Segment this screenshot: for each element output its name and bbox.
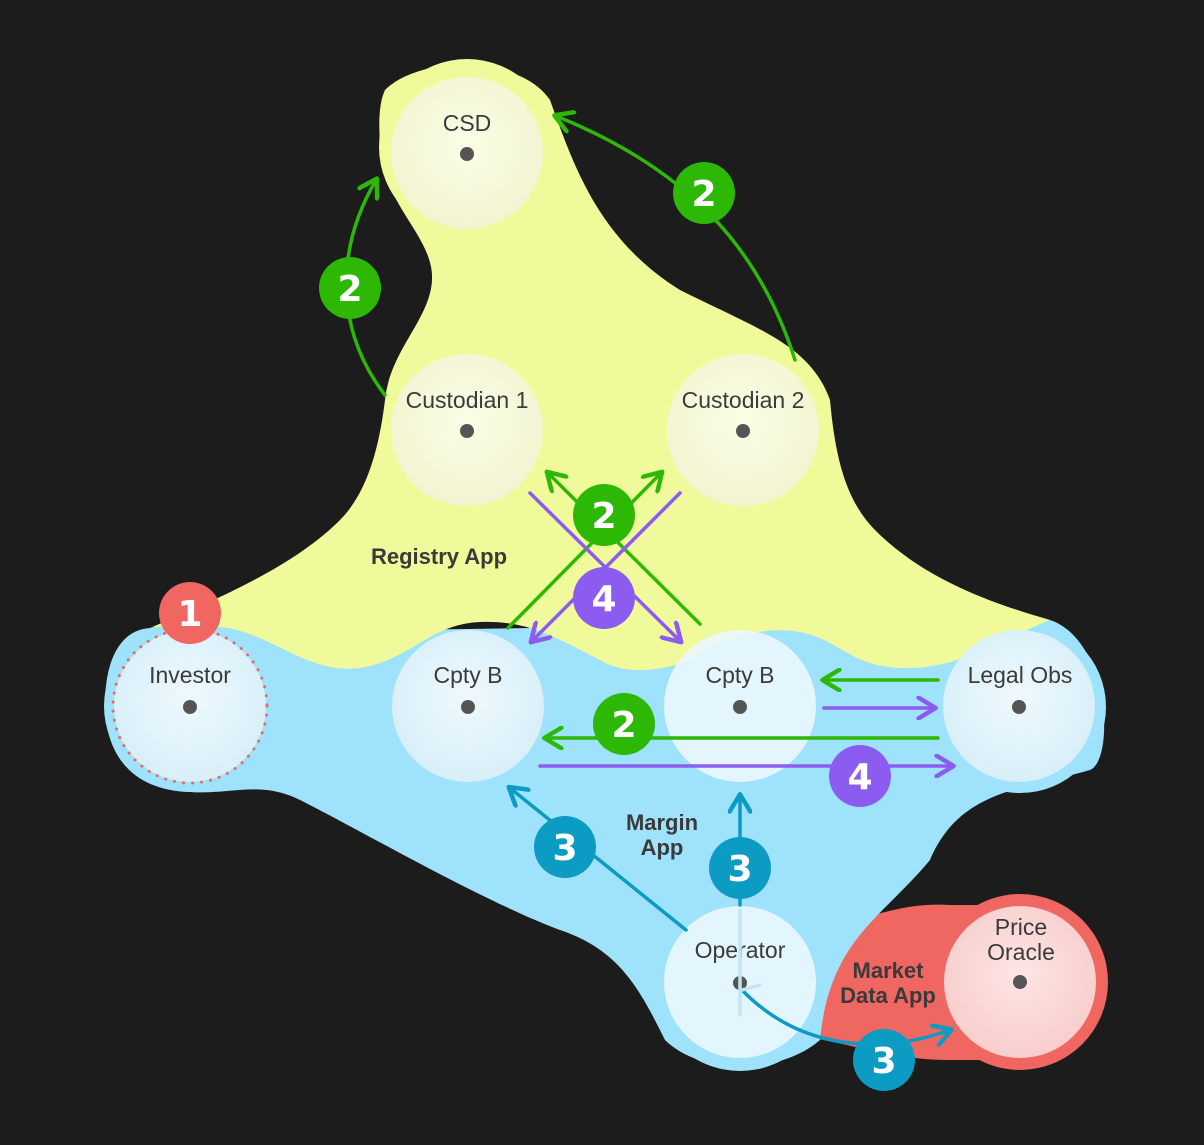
blue-arrow-ghosts <box>738 908 762 1017</box>
svg-text:3: 3 <box>871 1041 896 1082</box>
svg-text:2: 2 <box>611 705 636 746</box>
node-cpty-b-right[interactable]: Cpty B <box>664 630 816 782</box>
node-cpty-b-right-label: Cpty B <box>705 662 774 688</box>
node-csd-label: CSD <box>443 110 492 136</box>
svg-text:4: 4 <box>591 579 616 620</box>
node-cpty-b-left[interactable]: Cpty B <box>392 630 544 782</box>
market-data-app-label-line2: Data App <box>840 983 936 1008</box>
margin-app-label-line2: App <box>641 835 684 860</box>
svg-text:4: 4 <box>847 757 872 798</box>
node-custodian-2[interactable]: Custodian 2 <box>667 354 819 506</box>
node-csd[interactable]: CSD <box>391 77 543 229</box>
badge-step-3-vertical: 3 <box>709 837 771 899</box>
badge-step-3-oracle: 3 <box>853 1029 915 1091</box>
market-data-app-label-line1: Market <box>853 958 925 983</box>
node-legal-obs-label: Legal Obs <box>968 662 1073 688</box>
badge-step-4-cross: 4 <box>573 567 635 629</box>
svg-text:3: 3 <box>552 828 577 869</box>
svg-text:3: 3 <box>727 849 752 890</box>
badge-step-2-cross: 2 <box>573 484 635 546</box>
node-custodian-1-label: Custodian 1 <box>406 387 529 413</box>
node-legal-obs[interactable]: Legal Obs <box>943 630 1095 782</box>
node-price-oracle-label-line1: Price <box>995 914 1047 940</box>
arrow-operator-to-price-oracle <box>740 988 950 1044</box>
badge-step-2-left-arc: 2 <box>319 257 381 319</box>
node-investor[interactable]: Investor <box>111 627 269 785</box>
svg-text:1: 1 <box>177 594 202 635</box>
arrow-custodian1-to-cptyb-right <box>528 491 680 641</box>
arrow-operator-to-cptyb-left <box>510 788 688 932</box>
registry-app-label: Registry App <box>371 544 507 569</box>
margin-app-label-line1: Margin <box>626 810 698 835</box>
badge-step-1: 1 <box>159 582 221 644</box>
node-price-oracle-label-line2: Oracle <box>987 939 1055 965</box>
badge-step-2-right-arc: 2 <box>673 162 735 224</box>
svg-text:2: 2 <box>591 496 616 537</box>
svg-text:2: 2 <box>337 269 362 310</box>
svg-text:2: 2 <box>691 174 716 215</box>
node-custodian-2-label: Custodian 2 <box>682 387 805 413</box>
badge-step-3-diagonal: 3 <box>534 816 596 878</box>
node-price-oracle[interactable]: Price Oracle <box>944 906 1096 1058</box>
badge-step-4-horizontal: 4 <box>829 745 891 807</box>
node-cpty-b-left-label: Cpty B <box>433 662 502 688</box>
badge-step-2-horizontal: 2 <box>593 693 655 755</box>
node-custodian-1[interactable]: Custodian 1 <box>391 354 543 506</box>
arrow-cptyb-left-to-custodian2 <box>506 473 661 630</box>
node-investor-label: Investor <box>149 662 231 688</box>
